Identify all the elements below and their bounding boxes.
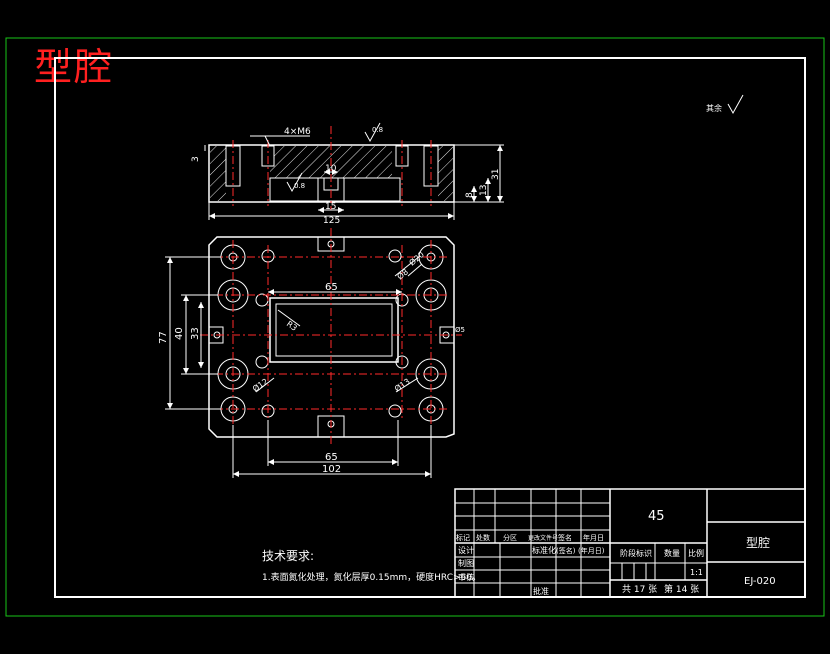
svg-text:15: 15 — [325, 202, 336, 212]
svg-text:65: 65 — [325, 282, 338, 293]
svg-text:45: 45 — [648, 509, 665, 524]
svg-text:Ø12: Ø12 — [250, 376, 269, 394]
svg-text:标准化: 标准化 — [532, 545, 556, 555]
svg-text:102: 102 — [322, 464, 341, 475]
svg-text:1:1: 1:1 — [690, 568, 703, 577]
svg-text:13: 13 — [479, 185, 489, 196]
svg-text:制图: 制图 — [458, 558, 474, 568]
outer-border — [5, 37, 825, 617]
svg-text:(年月日): (年月日) — [578, 546, 605, 555]
svg-text:3: 3 — [191, 156, 201, 162]
tech-requirements: 技术要求: 1.表面氮化处理，氮化层厚0.15mm，硬度HRC>60。 — [262, 549, 481, 583]
svg-text:EJ-020: EJ-020 — [744, 576, 776, 587]
svg-text:4×M6: 4×M6 — [284, 127, 311, 137]
svg-text:其余: 其余 — [706, 103, 722, 113]
svg-text:批准: 批准 — [533, 586, 549, 596]
svg-text:0.8: 0.8 — [294, 182, 305, 190]
svg-text:10: 10 — [325, 164, 337, 174]
drawing-big-title: 型腔 — [34, 45, 115, 89]
svg-text:共 17 张: 共 17 张 — [622, 584, 657, 595]
svg-text:技术要求:: 技术要求: — [262, 549, 314, 563]
title-block-text: 标记 处数 分区 更改文件号 签名 年月日 设计 标准化 (签名) (年月日) … — [456, 509, 776, 596]
svg-text:比例: 比例 — [688, 548, 704, 558]
svg-text:33: 33 — [190, 327, 201, 340]
roughness-note: 其余 — [706, 94, 744, 115]
svg-text:处数: 处数 — [476, 533, 490, 542]
svg-text:型腔: 型腔 — [746, 535, 770, 550]
svg-text:0.8: 0.8 — [372, 126, 383, 134]
svg-text:31: 31 — [491, 169, 501, 180]
svg-text:125: 125 — [323, 216, 340, 226]
svg-text:65: 65 — [325, 452, 338, 463]
svg-text:8: 8 — [465, 192, 475, 198]
svg-text:阶段标识: 阶段标识 — [620, 548, 652, 558]
svg-text:年月日: 年月日 — [583, 533, 604, 542]
svg-text:分区: 分区 — [503, 533, 517, 542]
svg-text:Ø20: Ø20 — [407, 249, 426, 267]
svg-text:签名: 签名 — [558, 533, 572, 542]
svg-text:40: 40 — [174, 327, 185, 340]
title-block — [454, 488, 806, 598]
svg-text:77: 77 — [158, 331, 169, 344]
svg-text:数量: 数量 — [664, 548, 680, 558]
svg-text:Ø8: Ø8 — [395, 267, 410, 282]
plan-view: 77 40 33 65 65 102 R3 Ø8 Ø20 Ø12 Ø13 Ø5 — [158, 228, 465, 478]
inner-frame — [54, 57, 806, 598]
svg-text:审核: 审核 — [458, 572, 474, 582]
section-view: 4×M6 0.8 0.8 3 10 15 125 8 13 31 — [191, 122, 504, 226]
svg-text:标记: 标记 — [456, 533, 470, 542]
svg-text:第 14 张: 第 14 张 — [664, 583, 699, 595]
svg-text:更改文件号: 更改文件号 — [528, 534, 558, 542]
svg-text:设计: 设计 — [458, 545, 474, 555]
svg-text:R3: R3 — [285, 319, 299, 332]
svg-text:Ø5: Ø5 — [455, 326, 465, 334]
svg-text:1.表面氮化处理，氮化层厚0.15mm，硬度HRC>60。: 1.表面氮化处理，氮化层厚0.15mm，硬度HRC>60。 — [262, 571, 481, 583]
svg-text:(签名): (签名) — [556, 546, 576, 555]
